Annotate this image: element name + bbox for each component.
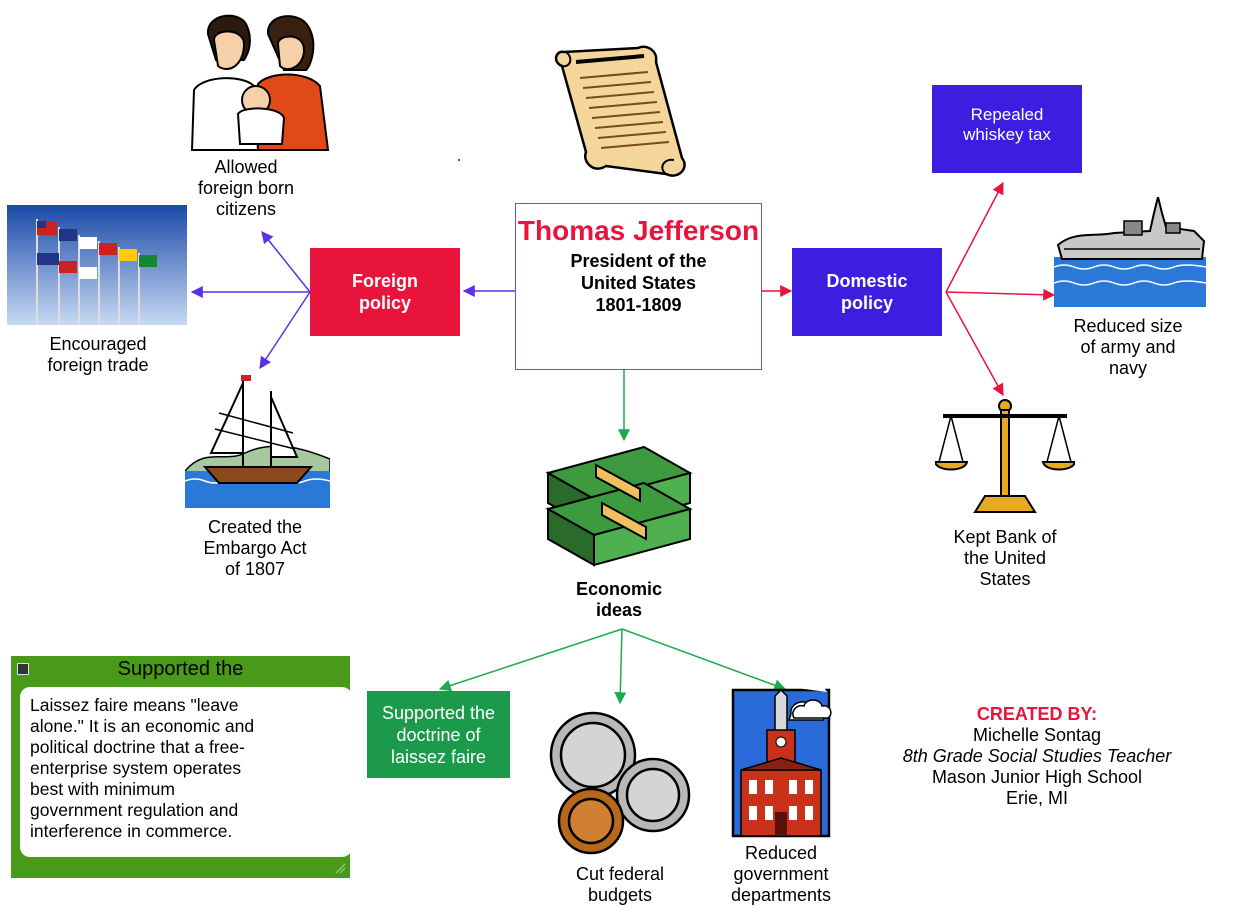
coins-icon xyxy=(549,711,691,855)
central-topic-node[interactable]: Thomas Jefferson President of the United… xyxy=(515,203,762,370)
label-economic-budgets: Cut federal budgets xyxy=(575,864,665,905)
family-icon xyxy=(190,14,330,151)
note-body: Laissez faire means "leave alone." It is… xyxy=(20,687,352,857)
money-icon xyxy=(545,445,693,567)
resize-grip-icon[interactable] xyxy=(334,862,346,874)
credits-school: Mason Junior High School xyxy=(931,767,1143,787)
scales-icon xyxy=(935,399,1075,513)
label-economic-ideas[interactable]: Economic ideas xyxy=(575,579,663,620)
credits-location: Erie, MI xyxy=(1005,788,1068,808)
label-foreign-embargo: Created the Embargo Act of 1807 xyxy=(203,517,307,579)
credits-title: CREATED BY: xyxy=(976,704,1098,724)
president-subtitle: President of the United States 1801-1809 xyxy=(570,251,707,315)
flags-icon xyxy=(7,205,187,325)
label-foreign-trade: Encouraged foreign trade xyxy=(47,334,149,375)
link-economic-departments xyxy=(621,628,787,691)
note-close-icon[interactable] xyxy=(17,663,29,675)
note-panel[interactable]: Supported the Laissez faire means "leave… xyxy=(11,656,352,878)
declaration-scroll-icon xyxy=(554,45,686,177)
link-domestic-whiskey xyxy=(945,181,1004,293)
credits-author: Michelle Sontag xyxy=(972,725,1102,745)
link-domestic-army xyxy=(945,288,1056,301)
link-foreign-citizens xyxy=(261,231,311,293)
battleship-icon xyxy=(1054,197,1206,307)
link-foreign-embargo xyxy=(259,291,311,370)
president-name: Thomas Jefferson xyxy=(517,215,760,246)
link-economic-budgets xyxy=(614,628,627,705)
label-foreign-citizens: Allowed foreign born citizens xyxy=(197,157,295,219)
label-domestic-army: Reduced size of army and navy xyxy=(1073,316,1183,378)
credits-role: 8th Grade Social Studies Teacher xyxy=(902,746,1172,766)
credits-block: CREATED BY: Michelle Sontag 8th Grade So… xyxy=(878,704,1196,809)
link-domestic-bank xyxy=(945,291,1004,397)
laissez-faire-node[interactable]: Supported the doctrine of laissez faire xyxy=(367,691,510,778)
note-title: Supported the xyxy=(117,658,244,680)
ship-icon xyxy=(185,375,330,508)
cloud-icon xyxy=(792,699,832,719)
label-economic-departments: Reduced government departments xyxy=(730,843,832,905)
label-domestic-bank: Kept Bank of the United States xyxy=(953,527,1057,589)
link-economic-laissez xyxy=(438,628,623,692)
